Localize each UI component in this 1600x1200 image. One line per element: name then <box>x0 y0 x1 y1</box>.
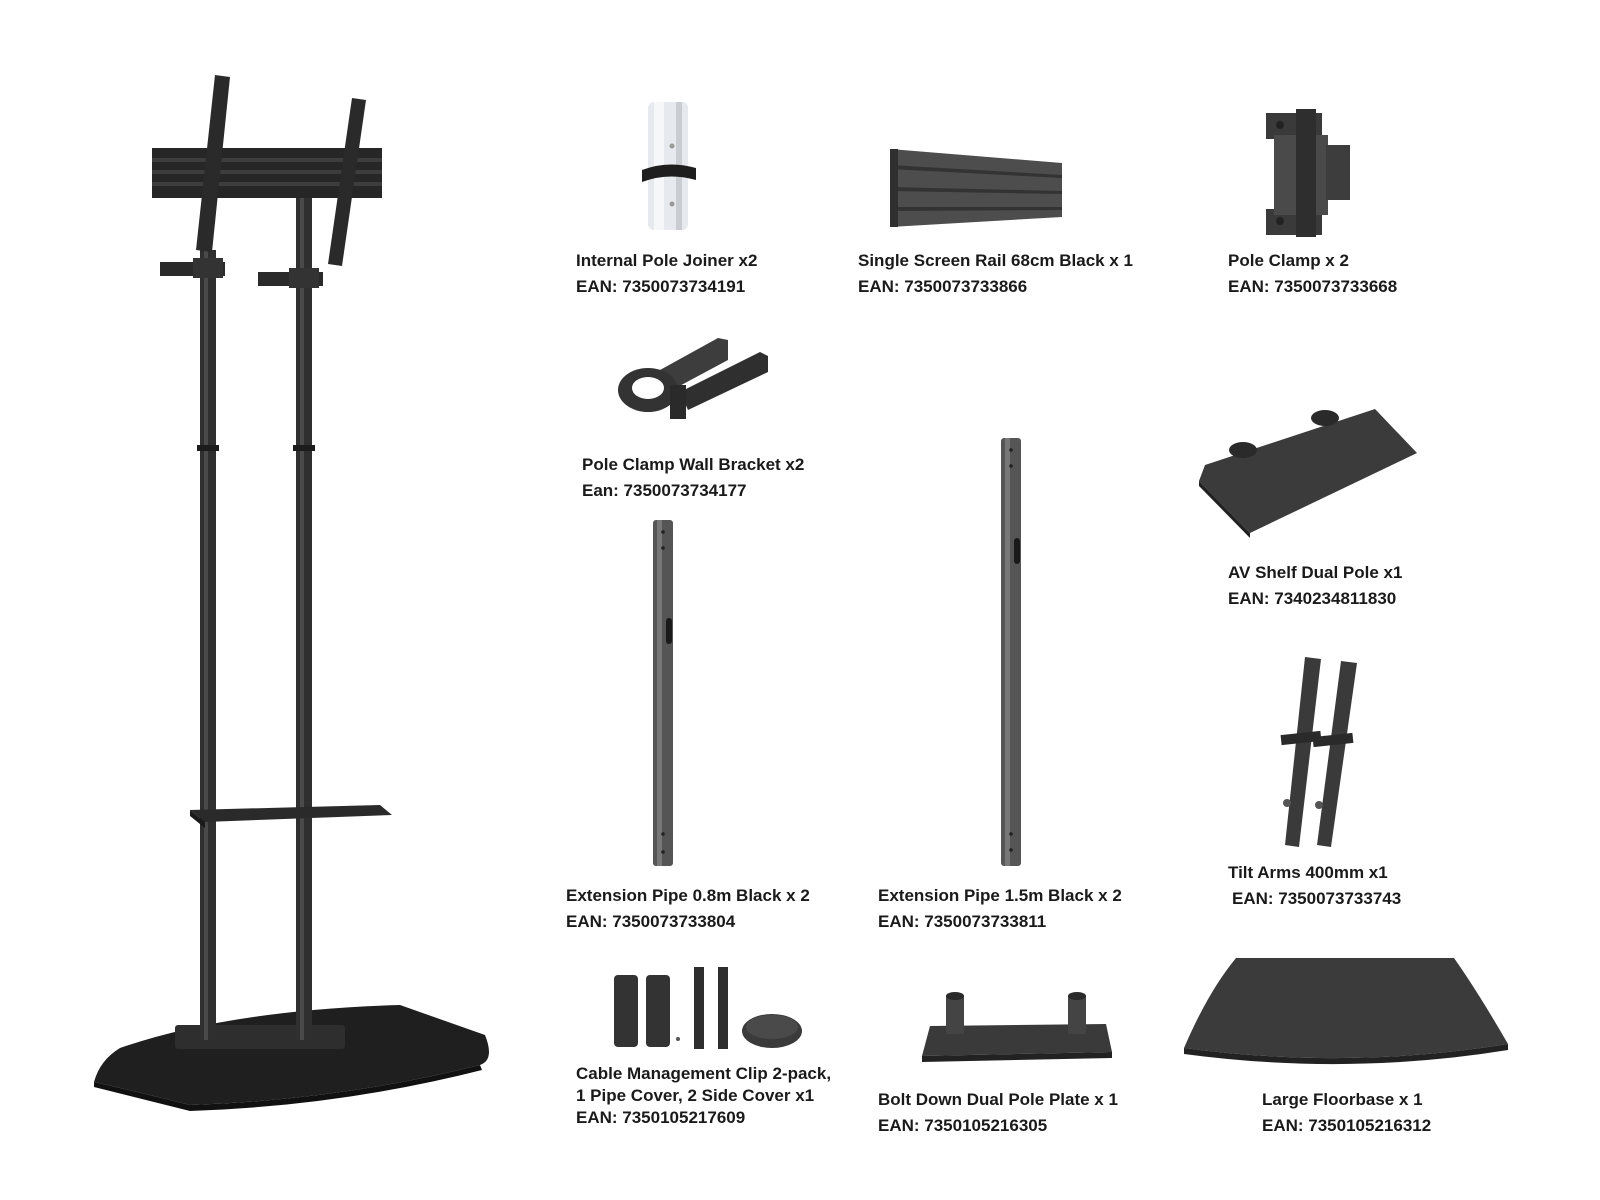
part-name: Extension Pipe 0.8m Black x 2 <box>566 886 810 905</box>
tilt-arms-image <box>1275 655 1365 850</box>
part-ean: EAN: 7340234811830 <box>1228 589 1397 608</box>
pole-clamp-image <box>1260 105 1355 240</box>
tilt-arms-label: Tilt Arms 400mm x1 EAN: 7350073733743 <box>1228 860 1401 912</box>
bolt-down-plate-label: Bolt Down Dual Pole Plate x 1 EAN: 73501… <box>878 1087 1118 1139</box>
internal-pole-joiner-label: Internal Pole Joiner x2 EAN: 73500737341… <box>576 248 757 300</box>
single-screen-rail-label: Single Screen Rail 68cm Black x 1 EAN: 7… <box>858 248 1133 300</box>
part-name: Internal Pole Joiner x2 <box>576 251 758 270</box>
part-ean: EAN: 7350073734191 <box>576 277 746 296</box>
pole-clamp-label: Pole Clamp x 2 EAN: 7350073733668 <box>1228 248 1397 300</box>
pole-clamp-wall-bracket-label: Pole Clamp Wall Bracket x2 Ean: 73500737… <box>582 452 804 504</box>
part-ean: EAN: 7350105216312 <box>1262 1116 1432 1135</box>
single-screen-rail-image <box>886 145 1066 230</box>
part-name: Pole Clamp x 2 <box>1228 251 1349 270</box>
part-name: Pole Clamp Wall Bracket x2 <box>582 455 805 474</box>
bolt-down-plate-image <box>918 990 1113 1065</box>
extension-pipe-08-label: Extension Pipe 0.8m Black x 2 EAN: 73500… <box>566 883 810 935</box>
part-name: Tilt Arms 400mm x1 <box>1228 863 1388 882</box>
part-ean: EAN: 7350073733804 <box>566 912 736 931</box>
large-floorbase-image <box>1178 952 1513 1070</box>
part-name: Cable Management Clip 2-pack, <box>576 1064 832 1083</box>
part-ean: EAN: 7350073733743 <box>1232 889 1402 908</box>
cable-management-clip-label: Cable Management Clip 2-pack, 1 Pipe Cov… <box>576 1063 831 1129</box>
av-shelf-dual-pole-image <box>1195 405 1420 540</box>
part-name: AV Shelf Dual Pole x1 <box>1228 563 1403 582</box>
part-name: Single Screen Rail 68cm Black x 1 <box>858 251 1133 270</box>
cable-management-clip-image <box>610 965 805 1055</box>
part-ean: EAN: 7350105217609 <box>576 1108 746 1127</box>
part-ean: Ean: 7350073734177 <box>582 481 747 500</box>
part-ean: EAN: 7350073733668 <box>1228 277 1398 296</box>
extension-pipe-15-image <box>998 436 1024 868</box>
part-name-line2: 1 Pipe Cover, 2 Side Cover x1 <box>576 1086 815 1105</box>
part-name: Large Floorbase x 1 <box>1262 1090 1423 1109</box>
part-name: Extension Pipe 1.5m Black x 2 <box>878 886 1122 905</box>
part-ean: EAN: 7350105216305 <box>878 1116 1048 1135</box>
part-ean: EAN: 7350073733866 <box>858 277 1028 296</box>
assembled-floor-stand-image <box>90 70 510 1130</box>
large-floorbase-label: Large Floorbase x 1 EAN: 7350105216312 <box>1262 1087 1431 1139</box>
pole-clamp-wall-bracket-image <box>610 330 775 425</box>
extension-pipe-08-image <box>650 518 676 868</box>
extension-pipe-15-label: Extension Pipe 1.5m Black x 2 EAN: 73500… <box>878 883 1122 935</box>
av-shelf-dual-pole-label: AV Shelf Dual Pole x1 EAN: 7340234811830 <box>1228 560 1402 612</box>
internal-pole-joiner-image <box>640 100 700 235</box>
part-ean: EAN: 7350073733811 <box>878 912 1047 931</box>
part-name: Bolt Down Dual Pole Plate x 1 <box>878 1090 1118 1109</box>
